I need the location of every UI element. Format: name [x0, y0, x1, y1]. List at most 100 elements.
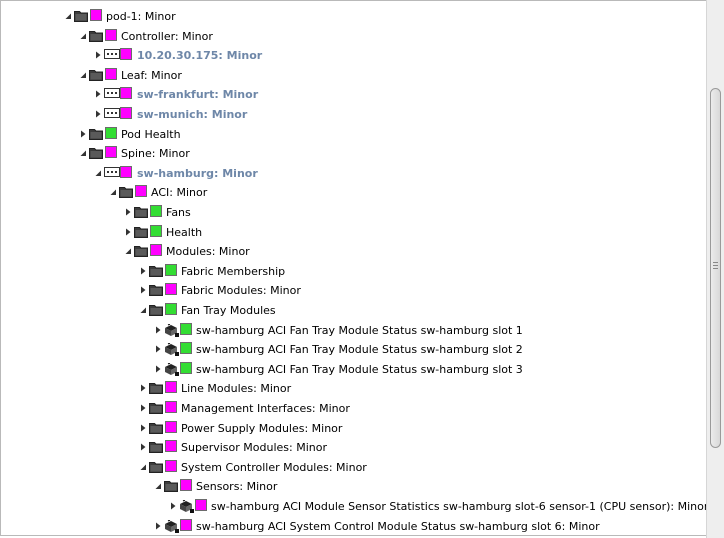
collapse-arrow-icon[interactable] — [139, 463, 147, 471]
expand-arrow-icon[interactable] — [139, 424, 147, 432]
expand-arrow-icon[interactable] — [94, 110, 102, 118]
tree-node-label: Health — [166, 225, 203, 239]
expand-arrow-icon[interactable] — [139, 443, 147, 451]
vertical-scrollbar[interactable] — [706, 0, 724, 538]
tree-node-label: Leaf: Minor — [121, 68, 182, 82]
tree-node-label: Supervisor Modules: Minor — [181, 441, 327, 455]
device-icon — [104, 88, 120, 100]
expand-arrow-icon[interactable] — [94, 90, 102, 98]
tree-node[interactable]: sw-hamburg ACI Module Sensor Statistics … — [1, 497, 706, 517]
expand-arrow-icon[interactable] — [154, 345, 162, 353]
device-icon — [104, 49, 120, 61]
status-square-icon — [165, 420, 177, 433]
expand-arrow-icon[interactable] — [139, 286, 147, 294]
tree-node[interactable]: Controller: Minor — [1, 27, 701, 47]
folder-icon — [149, 382, 163, 395]
collapse-arrow-icon[interactable] — [79, 149, 87, 157]
tree-node[interactable]: Line Modules: Minor — [1, 379, 701, 399]
tree-node[interactable]: pod-1: Minor — [1, 7, 701, 27]
status-square-icon — [120, 48, 132, 61]
expand-arrow-icon[interactable] — [79, 130, 87, 138]
tree-node[interactable]: sw-hamburg ACI Fan Tray Module Status sw… — [1, 321, 701, 341]
tree-node[interactable]: System Controller Modules: Minor — [1, 458, 701, 478]
tree-node[interactable]: Management Interfaces: Minor — [1, 399, 701, 419]
plugin-icon — [164, 323, 179, 337]
expand-arrow-icon[interactable] — [139, 267, 147, 275]
tree-node[interactable]: Health — [1, 223, 701, 243]
tree-node-label: Fabric Modules: Minor — [181, 284, 301, 298]
folder-icon — [149, 422, 163, 434]
tree-node[interactable]: Spine: Minor — [1, 144, 701, 164]
tree-node[interactable]: Fan Tray Modules — [1, 301, 701, 321]
folder-icon — [149, 441, 163, 454]
expand-arrow-icon[interactable] — [139, 384, 147, 392]
status-square-icon — [135, 185, 147, 198]
status-square-icon — [165, 263, 177, 276]
status-square-icon — [180, 342, 192, 355]
tree-node-label: Power Supply Modules: Minor — [181, 421, 343, 435]
tree-node[interactable]: sw-hamburg ACI Fan Tray Module Status sw… — [1, 340, 701, 360]
tree-node[interactable]: ACI: Minor — [1, 183, 701, 203]
expand-arrow-icon[interactable] — [124, 208, 132, 216]
tree-node[interactable]: Fabric Membership — [1, 262, 701, 282]
tree-node[interactable]: 10.20.30.175: Minor — [1, 46, 701, 66]
tree-node[interactable]: sw-hamburg: Minor — [1, 164, 701, 184]
tree-node-label: Management Interfaces: Minor — [181, 402, 350, 415]
status-square-icon — [165, 459, 177, 472]
status-square-icon — [105, 28, 117, 41]
expand-arrow-icon[interactable] — [139, 404, 147, 412]
collapse-arrow-icon[interactable] — [139, 306, 147, 314]
collapse-arrow-icon[interactable] — [79, 71, 87, 79]
expand-arrow-icon[interactable] — [154, 326, 162, 334]
tree-node-label: sw-hamburg: Minor — [137, 166, 258, 180]
status-square-icon — [165, 303, 177, 315]
folder-icon — [89, 69, 103, 81]
folder-icon — [149, 304, 163, 316]
tree-node[interactable]: Fabric Modules: Minor — [1, 281, 701, 301]
tree-node[interactable]: sw-frankfurt: Minor — [1, 85, 701, 105]
tree-node[interactable]: Fans — [1, 203, 701, 223]
tree-node[interactable]: Modules: Minor — [1, 242, 701, 262]
status-square-icon — [105, 146, 117, 159]
tree-node[interactable]: Pod Health — [1, 125, 701, 145]
expand-arrow-icon[interactable] — [94, 51, 102, 59]
status-square-icon — [105, 67, 117, 80]
tree-node-label: sw-frankfurt: Minor — [137, 88, 259, 102]
tree-node-label: Sensors: Minor — [196, 480, 278, 494]
tree-node-label: ACI: Minor — [151, 186, 208, 200]
expand-arrow-icon[interactable] — [169, 502, 177, 510]
collapse-arrow-icon[interactable] — [109, 188, 117, 196]
status-square-icon — [120, 107, 132, 119]
folder-icon — [149, 265, 163, 277]
tree-node[interactable]: sw-hamburg ACI System Control Module Sta… — [1, 517, 701, 535]
tree-node-label: Line Modules: Minor — [181, 382, 292, 396]
tree-node[interactable]: Power Supply Modules: Minor — [1, 419, 701, 439]
folder-icon — [74, 10, 88, 22]
collapse-arrow-icon[interactable] — [124, 247, 132, 255]
tree-node[interactable]: sw-munich: Minor — [1, 105, 701, 125]
tree-node-label: sw-hamburg ACI Module Sensor Statistics … — [211, 500, 706, 513]
tree-node-label: sw-munich: Minor — [137, 108, 248, 121]
tree-node-label: Modules: Minor — [166, 245, 250, 259]
expand-arrow-icon[interactable] — [154, 522, 162, 530]
tree-node[interactable]: Leaf: Minor — [1, 66, 701, 86]
collapse-arrow-icon[interactable] — [94, 169, 102, 177]
status-square-icon — [165, 283, 177, 296]
collapse-arrow-icon[interactable] — [79, 32, 87, 40]
status-square-icon — [180, 322, 192, 335]
folder-icon — [134, 226, 148, 238]
tree-node[interactable]: sw-hamburg ACI Fan Tray Module Status sw… — [1, 360, 701, 380]
expand-arrow-icon[interactable] — [124, 228, 132, 236]
folder-icon — [134, 245, 148, 258]
scrollbar-thumb[interactable] — [710, 88, 721, 448]
device-icon — [104, 108, 120, 120]
collapse-arrow-icon[interactable] — [154, 482, 162, 490]
collapse-arrow-icon[interactable] — [64, 12, 72, 20]
expand-arrow-icon[interactable] — [154, 365, 162, 373]
folder-icon — [149, 284, 163, 297]
plugin-icon — [179, 500, 194, 513]
tree-node[interactable]: Supervisor Modules: Minor — [1, 438, 701, 458]
status-square-icon — [165, 401, 177, 413]
tree-node[interactable]: Sensors: Minor — [1, 477, 701, 497]
